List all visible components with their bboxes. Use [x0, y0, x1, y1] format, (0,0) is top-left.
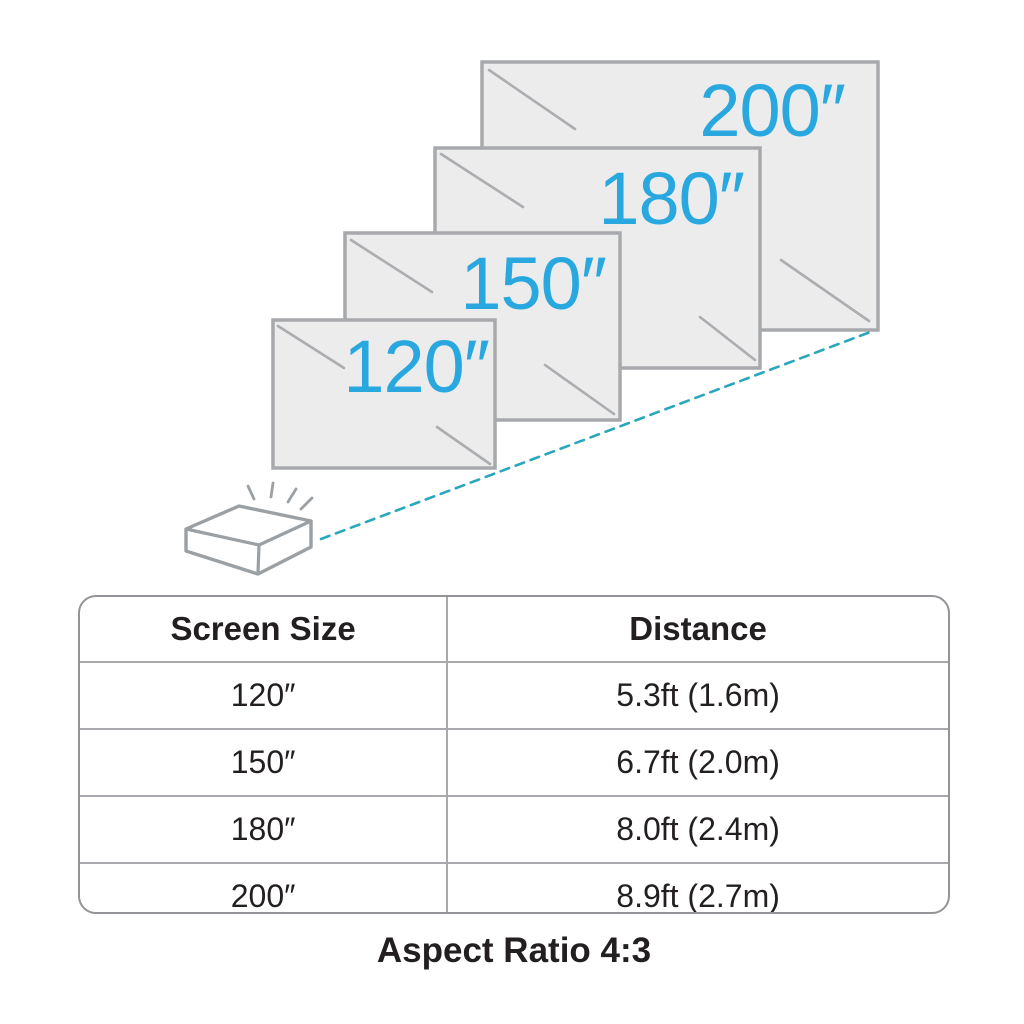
screen-shine-icon [543, 363, 616, 416]
screen-size-label-200: 200″ [699, 69, 845, 152]
col-header-screen-size: Screen Size [170, 610, 356, 647]
table-row: 150″6.7ft (2.0m) [80, 728, 948, 796]
screen-shine-icon [276, 324, 346, 370]
distance-table: Screen Size Distance 120″5.3ft (1.6m)150… [78, 595, 950, 914]
screen-size-label-150: 150″ [460, 242, 606, 325]
distance-cell: 8.9ft (2.7m) [446, 862, 948, 912]
table-header-row: Screen Size Distance [80, 597, 948, 662]
projection-diagram: 200″ 180″ 150″ 120″ [184, 60, 880, 576]
screen-shine-icon [487, 68, 577, 131]
screen-shine-icon [698, 315, 757, 362]
screen-size-label-120: 120″ [343, 325, 489, 408]
aspect-ratio-caption: Aspect Ratio 4:3 [376, 931, 652, 970]
screen-shine-icon [349, 238, 434, 294]
screen-size-label-180: 180″ [598, 157, 744, 240]
projector-front-edge [256, 543, 261, 575]
screen-size-cell: 180″ [80, 795, 448, 863]
screen-size-cell: 120″ [80, 661, 448, 729]
table-row: 180″8.0ft (2.4m) [80, 795, 948, 863]
screen-120: 120″ [271, 318, 497, 470]
screen-panel-120 [271, 318, 497, 470]
projection-beam [319, 329, 875, 541]
screen-shine-icon [779, 258, 871, 323]
col-header-distance: Distance [446, 597, 948, 662]
screen-size-cell: 150″ [80, 728, 448, 796]
table-row: 200″8.9ft (2.7m) [80, 862, 948, 912]
screen-shine-icon [435, 425, 492, 466]
table-row: 120″5.3ft (1.6m) [80, 661, 948, 729]
projector-light-rays-icon [246, 481, 314, 511]
screen-size-cell: 200″ [80, 862, 448, 912]
distance-cell: 6.7ft (2.0m) [446, 728, 948, 796]
distance-table-grid: Screen Size Distance 120″5.3ft (1.6m)150… [80, 597, 948, 912]
distance-cell: 8.0ft (2.4m) [446, 795, 948, 863]
screen-shine-icon [439, 152, 525, 209]
projector-body [184, 504, 313, 576]
projector-icon [184, 481, 314, 576]
distance-cell: 5.3ft (1.6m) [446, 661, 948, 729]
